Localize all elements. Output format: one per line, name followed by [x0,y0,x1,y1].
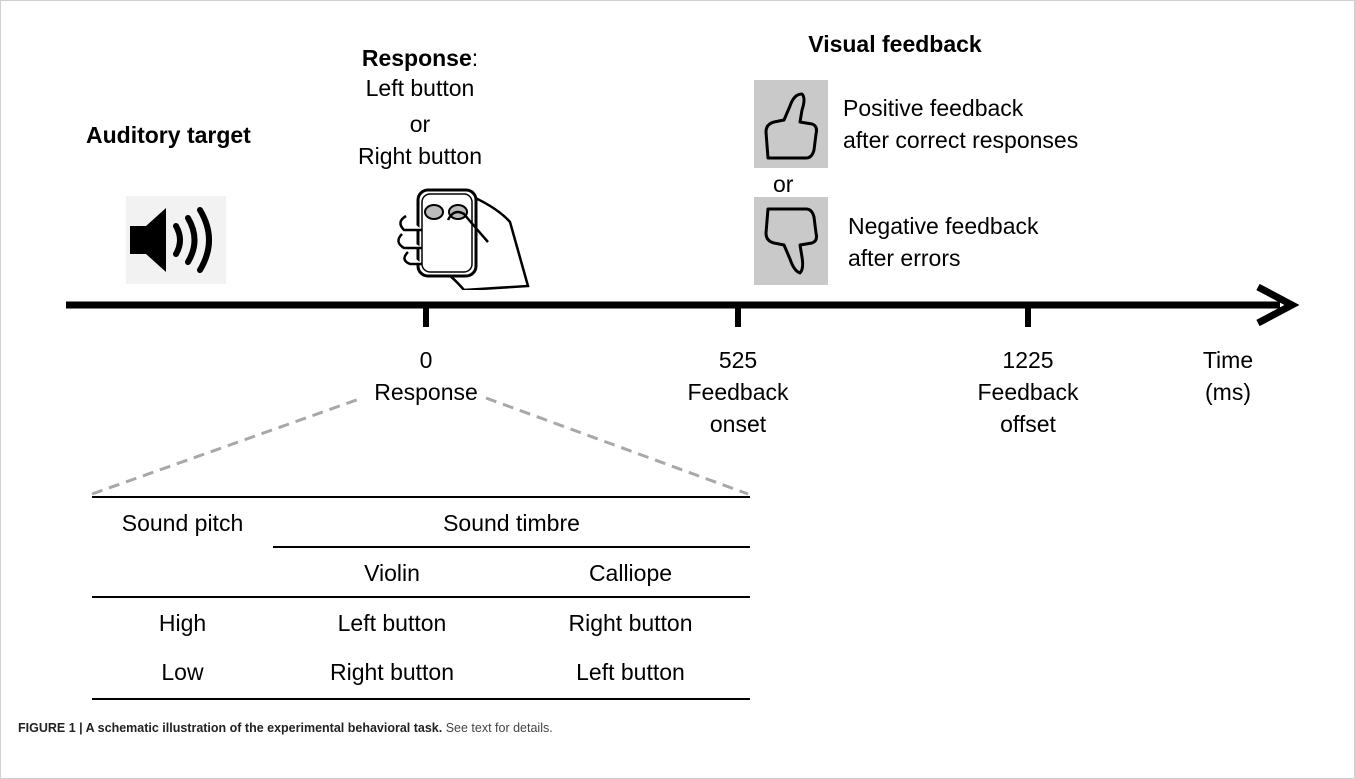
zoom-line-right [485,396,749,496]
tick-label-feedback-offset-1: Feedback [977,379,1079,405]
table-row-high-calliope: Right button [568,610,693,636]
table-header-pitch: Sound pitch [121,510,244,536]
response-title: Response: [361,45,479,71]
axis-label-unit: (ms) [1205,379,1251,405]
table-row-high-pitch: High [158,610,207,636]
feedback-or: or [773,171,794,197]
table-row-low-pitch: Low [161,659,204,685]
figure-caption-rest: See text for details. [442,721,553,735]
thumbs-up-panel [754,80,828,168]
response-option-1: Left button [365,75,475,101]
thumbs-down-icon [764,207,818,275]
figure-caption-bold: FIGURE 1 | A schematic illustration of t… [18,721,443,735]
thumbs-up-icon [764,92,818,160]
thumbs-down-panel [754,197,828,285]
tick-label-response: Response [374,379,478,405]
table-row-high-violin: Left button [337,610,447,636]
figure-caption: FIGURE 1 | A schematic illustration of t… [18,721,553,735]
axis-label-time: Time [1202,347,1254,373]
table-row-low-violin: Right button [329,659,455,685]
positive-feedback-label: Positive feedback [843,95,1024,121]
table-row-low-calliope: Left button [576,659,685,685]
response-option-2: Right button [357,143,483,169]
tick-label-1225: 1225 [1002,347,1054,373]
zoom-line-left [91,396,363,496]
tick-label-feedback-offset-2: offset [1000,411,1056,437]
auditory-target-title: Auditory target [86,122,251,148]
tick-label-525: 525 [718,347,758,373]
negative-feedback-condition: after errors [848,245,961,271]
tick-label-feedback-onset-1: Feedback [687,379,789,405]
response-or: or [409,111,431,137]
table-sub-calliope: Calliope [588,560,673,586]
visual-feedback-title: Visual feedback [808,31,982,57]
hand-button-box-icon [392,186,532,292]
table-header-timbre: Sound timbre [443,510,580,536]
tick-label-0: 0 [419,347,433,373]
positive-feedback-condition: after correct responses [843,127,1079,153]
negative-feedback-label: Negative feedback [848,213,1039,239]
tick-label-feedback-onset-2: onset [709,411,767,437]
table-sub-violin: Violin [364,560,420,586]
speaker-icon [126,196,226,284]
timeline-arrowhead [1256,283,1300,327]
